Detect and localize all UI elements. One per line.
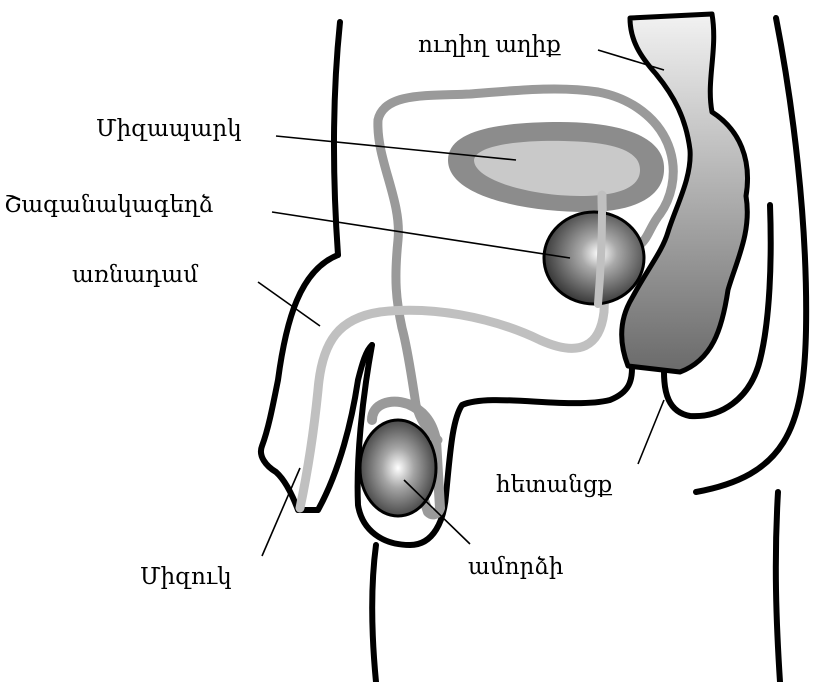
- body-outline: [261, 18, 806, 682]
- abdomen-front-line: [334, 22, 340, 255]
- label-anus: հետանցք: [496, 472, 613, 498]
- label-testicle: ամորձի: [468, 554, 563, 580]
- leader-prostate: [272, 212, 570, 258]
- inner-leg-line: [372, 545, 376, 682]
- label-prostate: Շագանակագեղձ: [4, 192, 213, 218]
- label-rectum: ուղիղ աղիք: [418, 32, 561, 58]
- label-penis: առնադամ: [72, 262, 198, 288]
- prostate-gland: [544, 212, 644, 304]
- labels: ուղիղ աղիք Միզապարկ Շագանակագեղձ առնադամ…: [4, 32, 613, 590]
- label-urethra: Միզուկ: [140, 564, 232, 590]
- label-bladder: Միզապարկ: [96, 116, 242, 142]
- thigh-back-line: [776, 492, 780, 682]
- urethra-through-prostate: [598, 212, 602, 304]
- testicle: [360, 420, 436, 516]
- leader-anus: [638, 400, 664, 464]
